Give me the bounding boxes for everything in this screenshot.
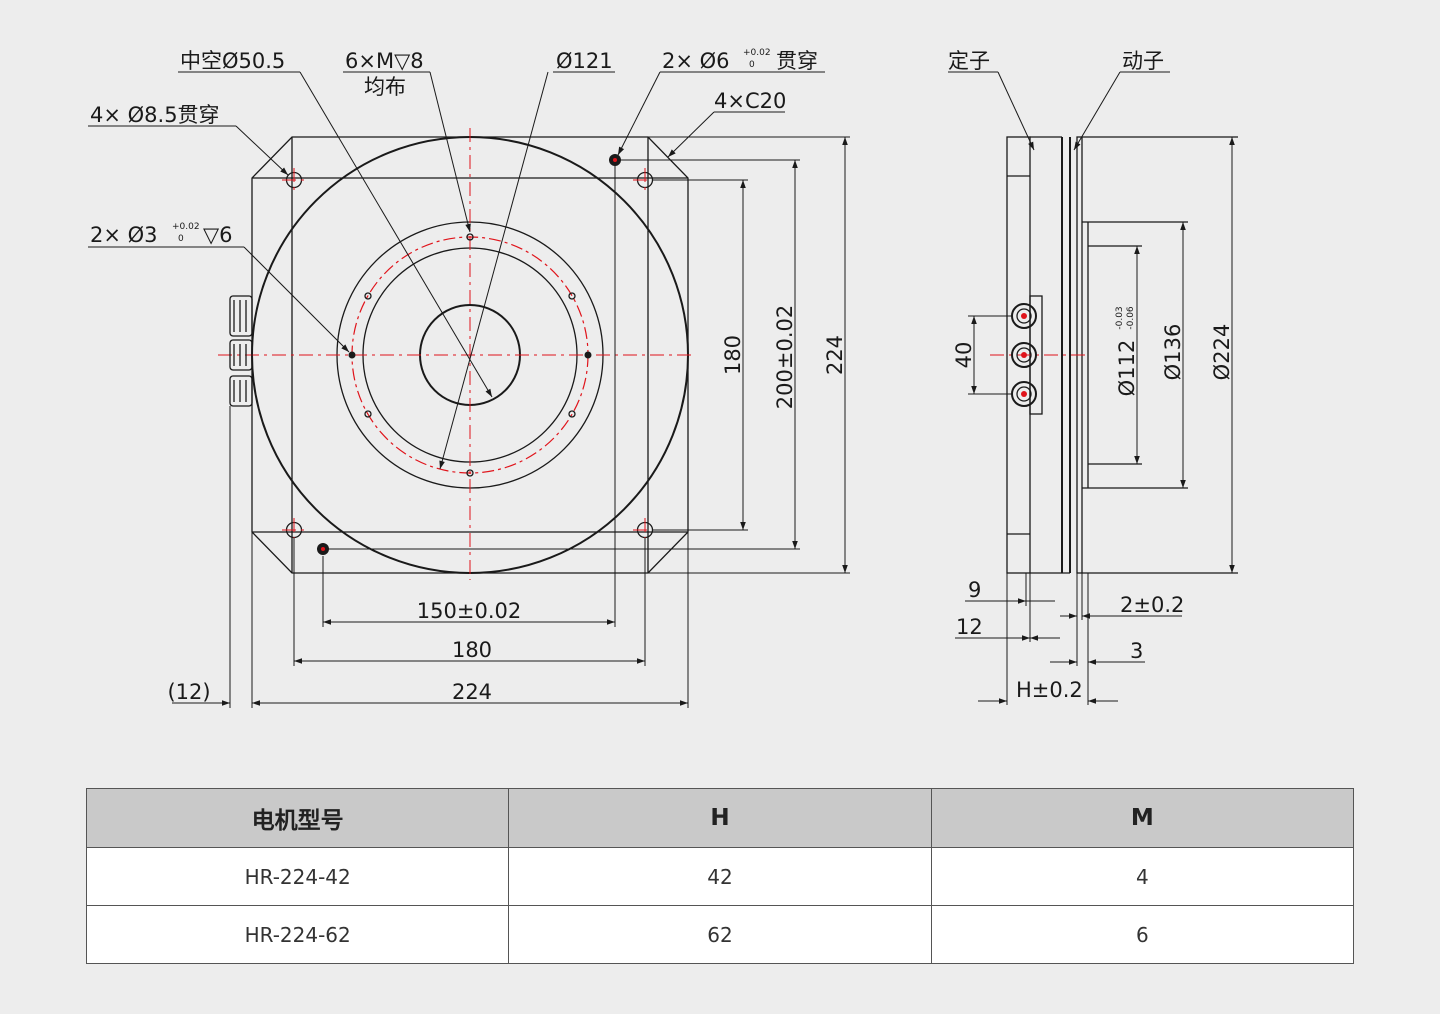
dim-d112: Ø112	[1115, 340, 1139, 397]
horizontal-dimensions	[172, 166, 689, 708]
dim-d224: Ø224	[1210, 324, 1234, 381]
pcd-label: Ø121	[556, 49, 613, 73]
cell-model: HR-224-42	[85, 847, 510, 906]
dim-12-ref: (12)	[167, 680, 210, 704]
vertical-dimensions	[328, 136, 850, 574]
table-row: HR-224-62 62 6	[85, 905, 1355, 964]
dim-12: 12	[956, 615, 983, 639]
chamfer-label: 4×C20	[714, 89, 786, 113]
stator-label: 定子	[948, 49, 990, 73]
leaders	[88, 71, 825, 470]
pin3-tol-lower: 0	[178, 234, 184, 244]
cable-connectors	[1011, 303, 1037, 407]
mount-holes	[282, 168, 657, 542]
pin6-tol-upper: +0.02	[743, 48, 771, 58]
dowel-holes-6	[317, 154, 621, 555]
pin6-label-suffix: 贯穿	[776, 49, 818, 73]
cable-glands	[229, 295, 253, 407]
dim-3: 3	[1130, 639, 1143, 663]
pin6-tol-lower: 0	[749, 60, 755, 70]
pin3-label-suffix: ▽6	[203, 223, 233, 247]
cell-model: HR-224-62	[85, 905, 510, 964]
dim-180-h: 180	[452, 638, 492, 662]
mount-hole-label: 4× Ø8.5贯穿	[90, 103, 220, 127]
rotor-label: 动子	[1122, 49, 1164, 73]
tapped-holes	[348, 233, 592, 477]
header-m: M	[930, 788, 1355, 848]
cell-h: 42	[508, 847, 932, 906]
cell-m: 6	[930, 905, 1355, 964]
header-model: 电机型号	[85, 788, 510, 848]
dim-150-h: 150±0.02	[417, 599, 521, 623]
dim-40: 40	[952, 342, 976, 369]
pin3-label: 2× Ø3	[90, 223, 158, 247]
dim-224-h: 224	[452, 680, 492, 704]
dim-d136: Ø136	[1161, 324, 1185, 381]
d112-tol-lower: -0.06	[1126, 306, 1136, 330]
dim-180-v: 180	[721, 335, 745, 375]
side-view: 定子 动子 40 Ø112 -0.03 -0.06 Ø136 Ø224 9 12…	[948, 49, 1238, 705]
dim-h: H±0.2	[1016, 678, 1083, 702]
front-view: 180 200±0.02 224 150±0.02 180 224 (12)	[88, 48, 850, 708]
header-h: H	[508, 788, 932, 848]
cell-h: 62	[508, 905, 932, 964]
spec-table: 电机型号 H M HR-224-42 42 4 HR-224-62 62 6	[85, 788, 1355, 964]
technical-drawing: 180 200±0.02 224 150±0.02 180 224 (12)	[88, 48, 1238, 708]
pin6-label: 2× Ø6	[662, 49, 730, 73]
dim-200-v: 200±0.02	[773, 305, 797, 409]
tap-label-sub: 均布	[364, 75, 406, 99]
table-header-row: 电机型号 H M	[85, 788, 1355, 848]
cell-m: 4	[930, 847, 1355, 906]
dim-2: 2±0.2	[1120, 593, 1184, 617]
tap-label: 6×M▽8	[345, 49, 424, 73]
dim-9: 9	[968, 578, 981, 602]
dim-224-v: 224	[823, 335, 847, 375]
table-row: HR-224-42 42 4	[85, 847, 1355, 906]
d112-tol-upper: -0.03	[1115, 306, 1125, 329]
pin3-tol-upper: +0.02	[172, 222, 200, 232]
hollow-label: 中空Ø50.5	[180, 49, 285, 73]
